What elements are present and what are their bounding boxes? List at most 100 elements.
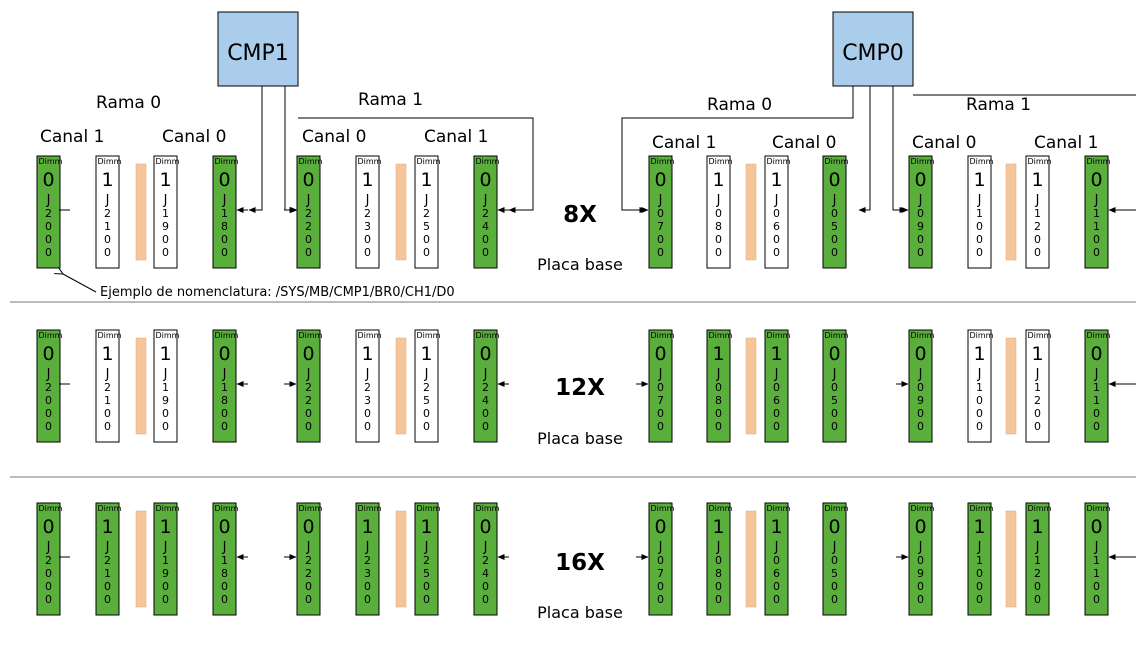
dimm-number: 0 bbox=[218, 516, 230, 538]
dimm-label: Dimm bbox=[709, 331, 733, 340]
dimm-code-char: 0 bbox=[364, 580, 371, 593]
dimm-label: Dimm bbox=[651, 504, 675, 513]
dimm-label: Dimm bbox=[1087, 504, 1111, 513]
dimm-code-char: 0 bbox=[305, 580, 312, 593]
dimm-code-char: 8 bbox=[715, 394, 722, 407]
channel-divider bbox=[135, 163, 147, 261]
dimm-code-char: 0 bbox=[715, 407, 722, 420]
dimm-code-char: J bbox=[918, 540, 923, 555]
dimm-number: 0 bbox=[218, 343, 230, 365]
dimm-body bbox=[153, 155, 178, 269]
dimm-code-char: 3 bbox=[364, 220, 371, 233]
cmp1-rama0-label: Rama 0 bbox=[96, 93, 161, 113]
dimm-body bbox=[648, 502, 673, 616]
dimm-code-char: J bbox=[918, 193, 923, 208]
dimm-code-char: J bbox=[306, 193, 311, 208]
channel-divider bbox=[745, 337, 757, 435]
dimm-code-char: 0 bbox=[831, 554, 838, 567]
dimm-code-char: 0 bbox=[657, 580, 664, 593]
dimm-code-char: J bbox=[658, 540, 663, 555]
dimm-label: Dimm bbox=[709, 157, 733, 166]
dimm-code-char: J bbox=[977, 193, 982, 208]
dimm-label: Dimm bbox=[825, 504, 849, 513]
dimm-label: Dimm bbox=[156, 331, 180, 340]
dimm-body bbox=[706, 329, 731, 443]
cmp0-rama1-canal1-label: Canal 1 bbox=[1034, 133, 1098, 153]
dimm-code-char: 3 bbox=[364, 567, 371, 580]
dimm-code-char: J bbox=[365, 367, 370, 382]
dimm-code-char: 0 bbox=[162, 580, 169, 593]
dimm-code-char: 0 bbox=[715, 381, 722, 394]
dimm-number: 0 bbox=[654, 516, 666, 538]
dimm-number: 1 bbox=[361, 516, 373, 538]
dimm-code-char: 0 bbox=[831, 207, 838, 220]
dimm-label: Dimm bbox=[767, 331, 791, 340]
dimm-body bbox=[296, 155, 321, 269]
channel-divider bbox=[745, 510, 757, 608]
dimm-label: Dimm bbox=[1028, 157, 1052, 166]
cmp0-rama0-label: Rama 0 bbox=[707, 95, 772, 115]
dimm-number: 1 bbox=[361, 169, 373, 191]
dimm-body bbox=[473, 329, 498, 443]
example-pointer bbox=[63, 274, 97, 293]
dimm-code-char: J bbox=[1094, 367, 1099, 382]
dimm-code-char: 8 bbox=[221, 394, 228, 407]
dimm-body bbox=[648, 329, 673, 443]
dimm-body bbox=[764, 502, 789, 616]
dimm-code-char: J bbox=[483, 193, 488, 208]
dimm-label: Dimm bbox=[39, 157, 63, 166]
board-label: Placa base bbox=[537, 603, 623, 622]
dimm-body bbox=[822, 502, 847, 616]
dimm-code-char: 0 bbox=[482, 593, 489, 606]
dimm-code-char: 7 bbox=[657, 394, 664, 407]
dimm-code-char: 0 bbox=[104, 407, 111, 420]
dimm-code-char: 0 bbox=[917, 207, 924, 220]
dimm-code-char: 4 bbox=[482, 567, 489, 580]
dimm-body bbox=[414, 502, 439, 616]
dimm-code-char: 2 bbox=[45, 381, 52, 394]
dimm-code-char: 0 bbox=[773, 233, 780, 246]
dimm-number: 0 bbox=[654, 343, 666, 365]
dimm-code-char: J bbox=[424, 540, 429, 555]
dimm-code-char: J bbox=[774, 367, 779, 382]
dimm-code-char: 0 bbox=[773, 554, 780, 567]
dimm-code-char: 0 bbox=[364, 420, 371, 433]
dimm-code-char: 0 bbox=[831, 246, 838, 259]
dimm-code-char: 0 bbox=[45, 407, 52, 420]
dimm-label: Dimm bbox=[1087, 157, 1111, 166]
dimm-code-char: 6 bbox=[773, 394, 780, 407]
dimm-code-char: J bbox=[918, 367, 923, 382]
channel-divider bbox=[1005, 337, 1017, 435]
dimm-code-char: 2 bbox=[423, 381, 430, 394]
dimm-code-char: 0 bbox=[917, 554, 924, 567]
dimm-label: Dimm bbox=[417, 157, 441, 166]
dimm-body bbox=[764, 155, 789, 269]
dimm-number: 1 bbox=[712, 516, 724, 538]
dimm-body bbox=[1025, 502, 1050, 616]
dimm-code-char: 0 bbox=[482, 420, 489, 433]
dimm-body bbox=[473, 502, 498, 616]
dimm-code-char: 0 bbox=[1093, 233, 1100, 246]
dimm-body bbox=[1025, 155, 1050, 269]
dimm-code-char: 0 bbox=[364, 246, 371, 259]
dimm-code-char: 1 bbox=[104, 567, 111, 580]
dimm-number: 1 bbox=[159, 169, 171, 191]
dimm-code-char: 0 bbox=[1034, 593, 1041, 606]
dimm-code-char: 0 bbox=[917, 580, 924, 593]
dimm-code-char: 8 bbox=[221, 567, 228, 580]
dimm-code-char: 0 bbox=[976, 593, 983, 606]
dimm-body bbox=[967, 155, 992, 269]
dimm-body bbox=[908, 155, 933, 269]
dimm-label: Dimm bbox=[358, 504, 382, 513]
dimm-code-char: 2 bbox=[364, 381, 371, 394]
dimm-code-char: 2 bbox=[305, 220, 312, 233]
